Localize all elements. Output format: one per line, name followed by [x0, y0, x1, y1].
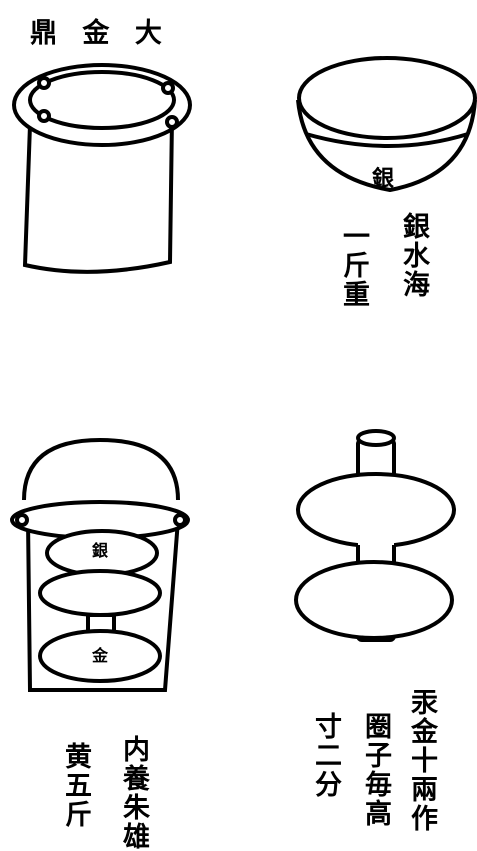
vessel-caption-col-2: 黄五斤 — [60, 742, 91, 829]
basin-caption-col-2: 一斤重 — [338, 222, 369, 309]
cauldron-body — [22, 117, 174, 274]
stand-caption-col-3: 寸二分 — [310, 712, 341, 799]
ring-stand-figure — [294, 429, 456, 642]
middle-disc — [38, 569, 162, 617]
basin-rim — [297, 56, 477, 140]
vessel-lid-dome — [22, 437, 180, 501]
flange-rivet — [15, 513, 29, 527]
rim-rivet — [161, 81, 175, 95]
vessel-inner-label-gold: 金 — [92, 646, 109, 665]
gold-dish — [38, 629, 162, 683]
stand-caption-col-1: 汞金十兩作 — [406, 688, 437, 833]
flange-rivet — [173, 513, 187, 527]
title-char: 金 — [82, 18, 118, 49]
vessel-caption-col-1: 内養朱雄 — [118, 735, 149, 851]
rim-rivet — [165, 115, 179, 129]
cauldron-figure — [12, 63, 192, 274]
cauldron-rim-outer — [12, 63, 192, 147]
basin-inner-label: 銀 — [372, 166, 395, 192]
rim-rivet — [37, 76, 51, 90]
vessel-inner-label-silver: 銀 — [92, 541, 109, 560]
title-char: 鼎 — [30, 18, 65, 49]
vessel-figure — [10, 437, 190, 692]
basin-figure — [296, 56, 477, 193]
cauldron-title: 鼎 金 大 — [30, 20, 170, 47]
basin-caption-col-1: 銀水海 — [398, 212, 429, 299]
title-char: 大 — [134, 18, 170, 49]
stand-cap — [356, 429, 396, 447]
cauldron-rim-inner — [28, 70, 176, 130]
stand-caption-col-2: 圈子毎高 — [360, 712, 391, 828]
basin-band — [305, 132, 469, 148]
lower-ring — [294, 560, 454, 640]
rim-rivet — [37, 109, 51, 123]
